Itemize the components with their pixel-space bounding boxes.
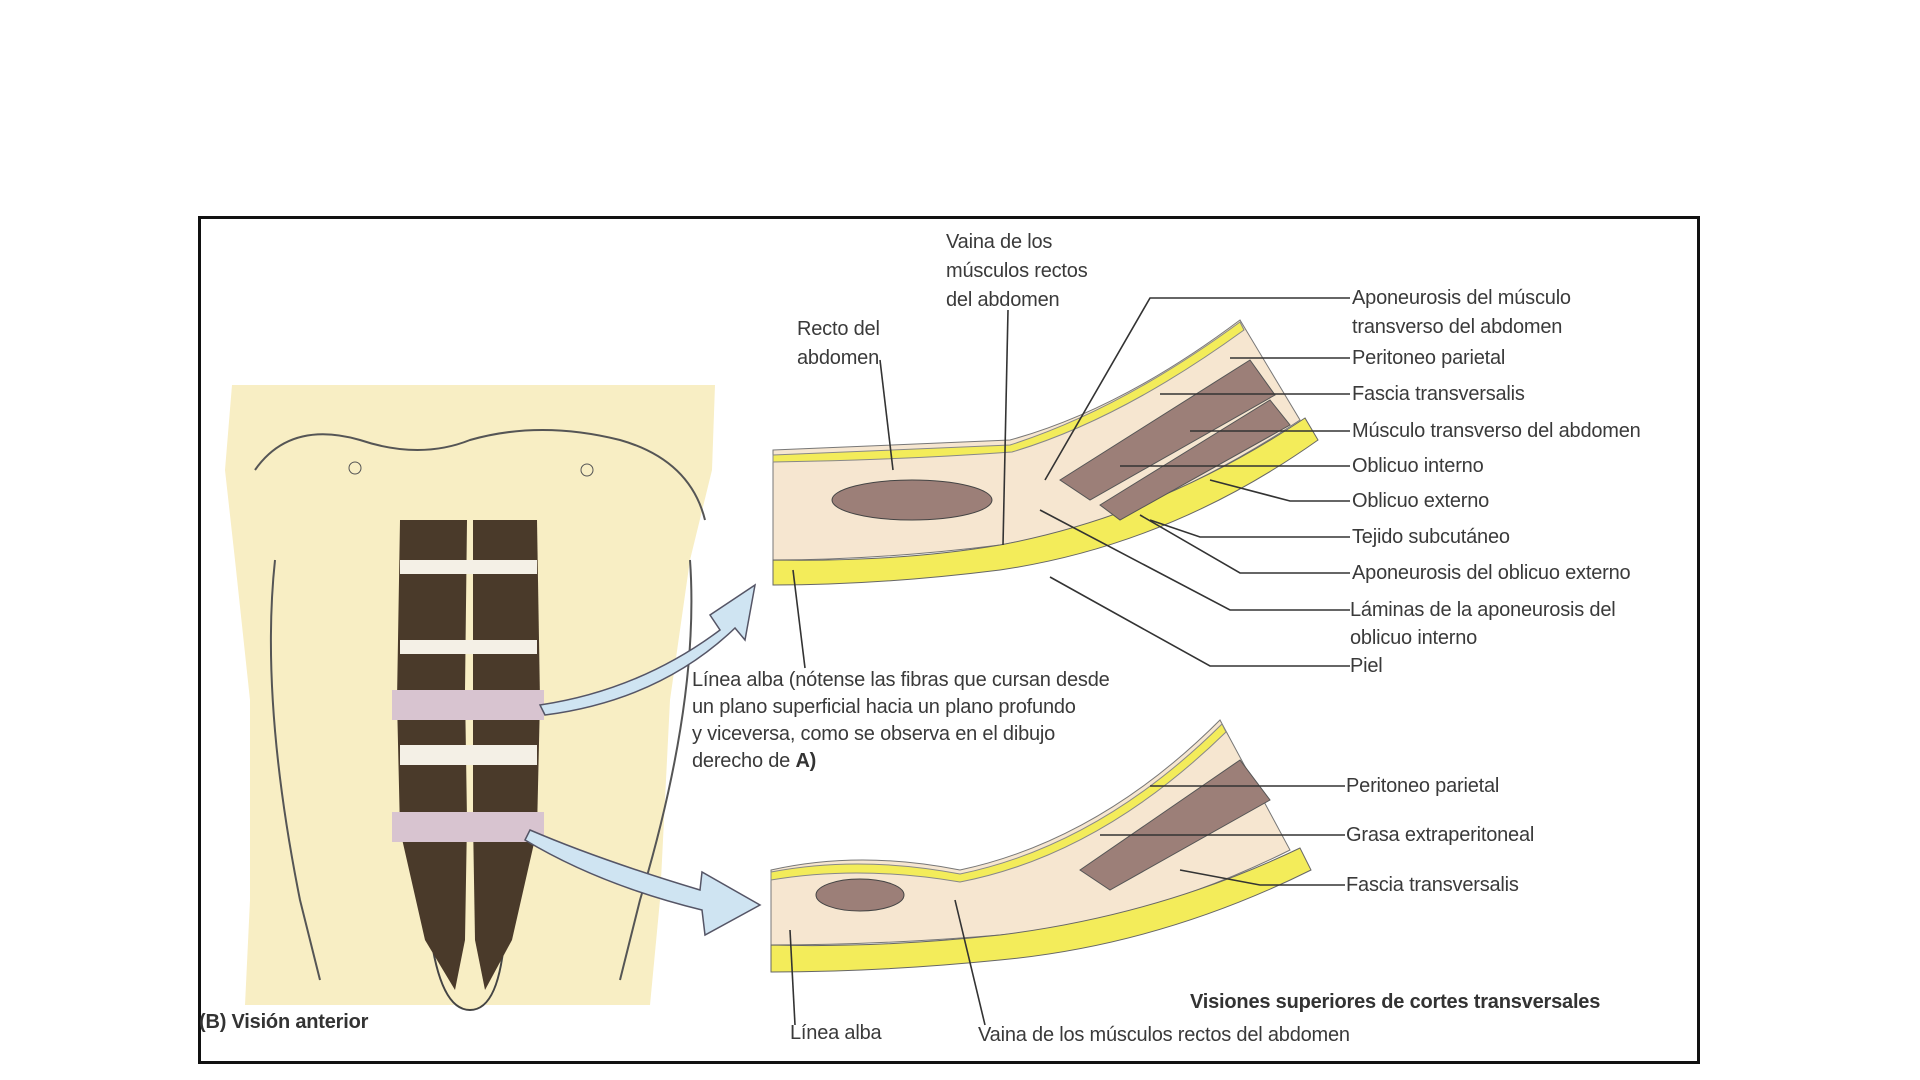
label-line: músculos rectos xyxy=(946,260,1088,282)
label-line: abdomen xyxy=(797,347,879,369)
label-oblicuo-interno: Oblicuo interno xyxy=(1352,455,1484,477)
linea-alba-note: Línea alba (nótense las fibras que cursa… xyxy=(692,667,1110,775)
note-line: derecho de A) xyxy=(692,748,1110,775)
label-musculo-transverso: Músculo transverso del abdomen xyxy=(1352,420,1641,442)
note-line: Línea alba (nótense las fibras que cursa… xyxy=(692,669,1110,691)
label-aponeurosis-transverso: Aponeurosis del músculo xyxy=(1352,287,1571,309)
panel-label: (B) Visión anterior xyxy=(199,1011,369,1033)
note-text: derecho de xyxy=(692,750,796,772)
label-vaina-lower: Vaina de los músculos rectos del abdomen xyxy=(978,1024,1350,1046)
leader-lines xyxy=(789,297,1350,1026)
label-aponeurosis-transverso-2: transverso del abdomen xyxy=(1352,316,1563,338)
label-laminas-aponeurosis: Láminas de la aponeurosis del xyxy=(1350,599,1616,621)
cross-section-upper xyxy=(772,319,1319,586)
note-line: un plano superficial hacia un plano prof… xyxy=(692,696,1076,718)
label-line: Vaina de los xyxy=(946,231,1053,253)
label-grasa-extraperitoneal: Grasa extraperitoneal xyxy=(1346,824,1535,846)
label-line: del abdomen xyxy=(946,289,1060,311)
note-bold: A) xyxy=(795,750,817,772)
label-aponeurosis-oblicuo-externo: Aponeurosis del oblicuo externo xyxy=(1352,562,1631,584)
arrows xyxy=(524,583,762,937)
label-vaina-rectos: Vaina de los músculos rectos del abdomen xyxy=(946,228,1088,315)
label-line: Recto del xyxy=(797,318,880,340)
label-oblicuo-externo: Oblicuo externo xyxy=(1352,490,1490,512)
label-fascia-transversalis-lower: Fascia transversalis xyxy=(1346,874,1519,896)
label-recto-abdomen: Recto del abdomen xyxy=(797,315,880,373)
label-tejido-subcutaneo: Tejido subcutáneo xyxy=(1352,526,1510,548)
cross-section-lower xyxy=(770,719,1312,973)
label-laminas-aponeurosis-2: oblicuo interno xyxy=(1350,627,1478,649)
label-linea-alba-lower: Línea alba xyxy=(790,1022,882,1044)
figure-frame xyxy=(198,216,1700,1064)
label-piel: Piel xyxy=(1350,655,1383,677)
label-peritoneo-parietal: Peritoneo parietal xyxy=(1352,347,1506,369)
caption: Visiones superiores de cortes transversa… xyxy=(1190,991,1601,1013)
note-line: y viceversa, como se observa en el dibuj… xyxy=(692,723,1056,745)
label-peritoneo-parietal-lower: Peritoneo parietal xyxy=(1346,775,1500,797)
label-fascia-transversalis: Fascia transversalis xyxy=(1352,383,1525,405)
rectus-abdominis-muscles xyxy=(392,520,544,990)
